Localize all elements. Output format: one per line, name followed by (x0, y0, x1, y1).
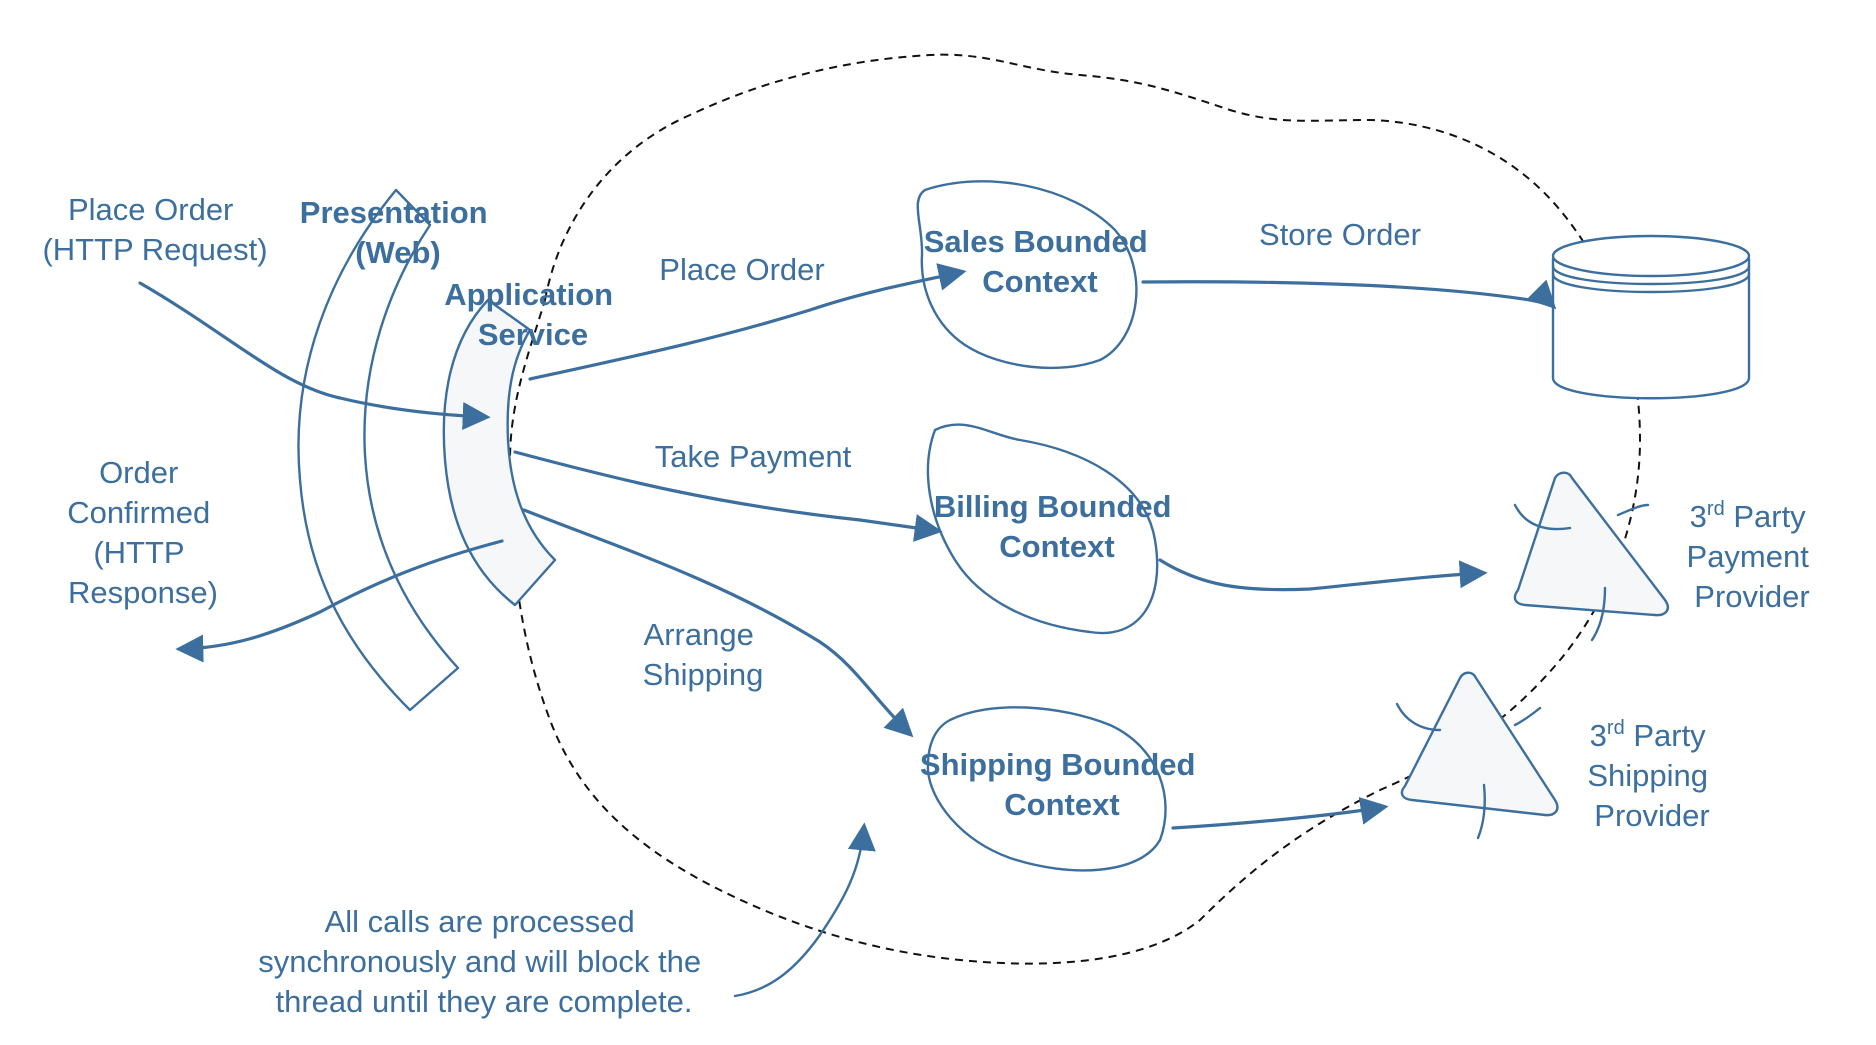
billing-context-shape (926, 423, 1159, 635)
place-order-request-arrow (138, 281, 491, 430)
store-order-arrow (1141, 279, 1557, 310)
shipping-provider-label: 3rd Party Shipping Provider (1587, 717, 1716, 833)
store-order-label: Store Order (1259, 217, 1421, 252)
application-service-band (442, 298, 557, 607)
billing-to-payment-provider-arrow (1158, 558, 1488, 592)
application-service-label: Application Service (444, 277, 621, 352)
arrange-shipping-label: Arrange Shipping (643, 617, 764, 692)
shipping-context-shape (926, 706, 1167, 872)
order-confirmed-arrow (175, 539, 504, 663)
shipping-provider-icon (1395, 671, 1559, 840)
shipping-to-shipping-provider-arrow (1171, 797, 1389, 830)
payment-provider-label: 3rd Party Payment Provider (1687, 498, 1818, 614)
database-icon (1551, 234, 1751, 400)
presentation-label: Presentation (Web) (300, 195, 496, 270)
system-boundary (508, 53, 1642, 965)
presentation-layer-band (297, 188, 460, 712)
billing-context-label: Billing Bounded Context (934, 489, 1180, 564)
place-order-arrow (528, 263, 967, 381)
arrange-shipping-arrow (522, 508, 914, 738)
sync-note: All calls are processed synchronously an… (258, 904, 709, 1019)
sales-context-shape (916, 180, 1138, 370)
take-payment-label: Take Payment (655, 439, 852, 474)
place-order-request-label: Place Order (HTTP Request) (42, 192, 267, 267)
note-pointer-arrow (733, 822, 876, 998)
take-payment-arrow (513, 450, 943, 542)
payment-provider-icon (1513, 471, 1669, 642)
shipping-context-label: Shipping Bounded Context (920, 747, 1204, 822)
place-order-label: Place Order (659, 252, 824, 287)
order-confirmed-label: Order Confirmed (HTTP Response) (67, 455, 219, 610)
sales-context-label: Sales Bounded Context (924, 224, 1157, 299)
